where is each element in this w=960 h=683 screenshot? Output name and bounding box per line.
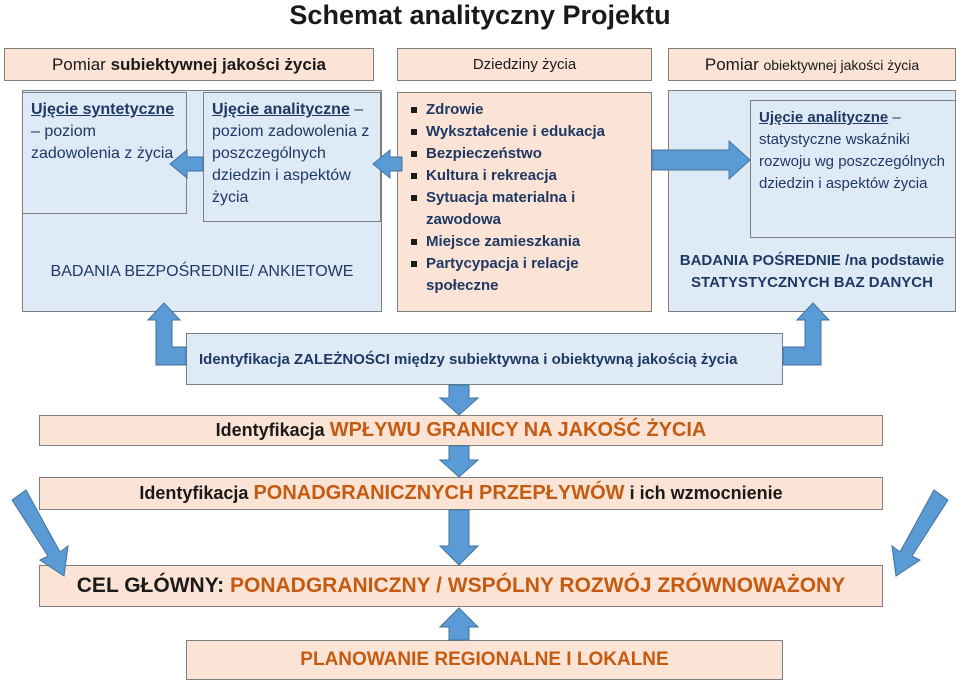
arrow-bent-left-icon bbox=[146, 302, 187, 366]
page-title: Schemat analityczny Projektu bbox=[289, 0, 671, 30]
header-domains: Dziedziny życia bbox=[397, 48, 652, 81]
synthetic-dash: – bbox=[31, 123, 40, 140]
arrow-left-icon bbox=[169, 148, 204, 180]
domain-item: Bezpieczeństwo bbox=[406, 143, 643, 165]
cross-border-box: Identyfikacja PONADGRANICZNYCH PRZEPŁYWÓ… bbox=[39, 477, 883, 510]
synthetic-box: Ujęcie syntetyczne – poziom zadowolenia … bbox=[22, 92, 187, 214]
header-domains-label: Dziedziny życia bbox=[472, 56, 577, 73]
header-objective: Pomiar obiektywnej jakości życia bbox=[668, 48, 956, 81]
domain-item: Miejsce zamieszkania bbox=[406, 231, 643, 253]
cross-border-highlight: PONADGRANICZNYCH PRZEPŁYWÓW bbox=[253, 482, 625, 504]
cross-border-prefix: Identyfikacja bbox=[139, 483, 249, 503]
domains-box: Zdrowie Wykształcenie i edukacja Bezpiec… bbox=[397, 92, 652, 312]
header-subjective-rest: subiektywnej jakości życia bbox=[110, 54, 327, 74]
border-impact-box: Identyfikacja WPŁYWU GRANICY NA JAKOŚĆ Ż… bbox=[39, 415, 883, 446]
main-goal-highlight: PONADGRANICZNY / WSPÓLNY ROZWÓJ ZRÓWNOWA… bbox=[230, 574, 846, 597]
analytical-subj-dash: – bbox=[349, 101, 364, 118]
cross-border-suffix: i ich wzmocnienie bbox=[629, 483, 783, 503]
analytical-obj-box: Ujęcie analityczne – statystyczne wskaźn… bbox=[750, 100, 956, 238]
main-goal-box: CEL GŁÓWNY: PONADGRANICZNY / WSPÓLNY ROZ… bbox=[39, 565, 883, 607]
arrow-down-icon bbox=[438, 509, 480, 566]
arrow-left-icon bbox=[372, 148, 403, 180]
domains-list: Zdrowie Wykształcenie i edukacja Bezpiec… bbox=[406, 99, 643, 297]
synthetic-label: Ujęcie syntetyczne bbox=[31, 101, 175, 118]
domain-item: Partycypacja i relacje społeczne bbox=[406, 253, 643, 297]
direct-research-label: BADANIA BEZPOŚREDNIE/ ANKIETOWE bbox=[50, 263, 354, 280]
analytical-subj-box: Ujęcie analityczne – poziom zadowolenia … bbox=[203, 92, 381, 222]
header-subjective: Pomiar subiektywnej jakości życia bbox=[4, 48, 374, 81]
planning-box: PLANOWANIE REGIONALNE I LOKALNE bbox=[186, 640, 783, 680]
header-objective-prefix: Pomiar bbox=[704, 54, 759, 74]
header-subjective-prefix: Pomiar bbox=[51, 54, 106, 74]
domain-item: Sytuacja materialna i zawodowa bbox=[406, 187, 643, 231]
analytical-obj-label: Ujęcie analityczne bbox=[759, 109, 889, 126]
analytical-obj-text: statystyczne wskaźniki rozwoju wg poszcz… bbox=[759, 131, 945, 192]
analytical-subj-label: Ujęcie analityczne bbox=[212, 101, 350, 118]
domain-item: Zdrowie bbox=[406, 99, 643, 121]
analytical-subj-text: poziom zadowolenia z poszczególnych dzie… bbox=[212, 123, 370, 206]
indirect-research-label: BADANIA POŚREDNIE /na podstawie STATYSTY… bbox=[679, 252, 945, 291]
arrow-right-icon bbox=[651, 139, 751, 181]
domain-item: Kultura i rekreacja bbox=[406, 165, 643, 187]
planning-label: PLANOWANIE REGIONALNE I LOKALNE bbox=[300, 649, 669, 670]
border-impact-prefix: Identyfikacja bbox=[215, 420, 325, 440]
arrow-down-icon bbox=[438, 445, 480, 478]
main-goal-prefix: CEL GŁÓWNY: bbox=[76, 574, 225, 597]
arrow-bent-right-icon bbox=[782, 302, 831, 366]
dependency-box: Identyfikacja ZALEŻNOŚCI między subiekty… bbox=[186, 333, 783, 385]
synthetic-text: poziom zadowolenia z życia bbox=[31, 123, 174, 162]
domain-item: Wykształcenie i edukacja bbox=[406, 121, 643, 143]
arrow-diagonal-icon bbox=[11, 489, 69, 577]
arrow-up-icon bbox=[438, 607, 480, 641]
analytical-obj-dash: – bbox=[888, 109, 901, 126]
border-impact-highlight: WPŁYWU GRANICY NA JAKOŚĆ ŻYCIA bbox=[329, 419, 707, 441]
dependency-label: Identyfikacja ZALEŻNOŚCI między subiekty… bbox=[199, 350, 738, 368]
header-objective-rest: obiektywnej jakości życia bbox=[763, 56, 920, 73]
arrow-diagonal-icon bbox=[891, 489, 949, 577]
arrow-down-icon bbox=[438, 384, 480, 416]
